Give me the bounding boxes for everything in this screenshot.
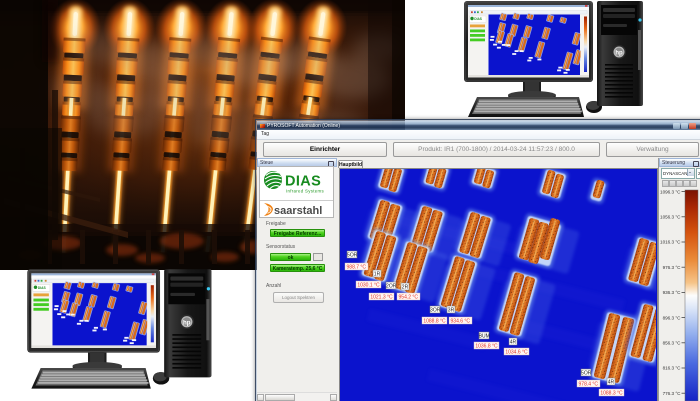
svg-text:4R: 4R <box>607 379 614 385</box>
svg-text:1088.8 °C: 1088.8 °C <box>423 318 446 324</box>
svg-text:856.3 °C: 856.3 °C <box>663 341 682 346</box>
svg-text:1034.6 °C: 1034.6 °C <box>505 349 528 355</box>
svg-text:1016.3 °C: 1016.3 °C <box>660 240 681 245</box>
svg-text:5OR: 5OR <box>347 252 358 258</box>
svg-text:hp: hp <box>183 319 191 326</box>
svg-text:988.7 °C: 988.7 °C <box>346 264 366 270</box>
svg-text:hp: hp <box>615 51 623 57</box>
svg-text:4R: 4R <box>509 339 516 345</box>
svg-text:976.3 °C: 976.3 °C <box>663 265 682 270</box>
svg-text:1R: 1R <box>373 271 380 277</box>
svg-text:1036.8 °C: 1036.8 °C <box>475 343 498 349</box>
svg-text:DIAS: DIAS <box>285 174 321 190</box>
svg-text:1030.1 °C: 1030.1 °C <box>357 282 380 288</box>
svg-text:896.3 °C: 896.3 °C <box>663 315 682 320</box>
svg-text:BUM: BUM <box>478 333 489 339</box>
svg-text:954.2 °C: 954.2 °C <box>398 294 418 300</box>
svg-text:DIAS: DIAS <box>474 17 482 21</box>
svg-text:1021.3 °C: 1021.3 °C <box>370 294 393 300</box>
svg-text:816.3 °C: 816.3 °C <box>663 366 682 371</box>
svg-text:776.3 °C: 776.3 °C <box>663 391 682 396</box>
svg-text:3R: 3R <box>447 307 454 313</box>
svg-text:978.4 °C: 978.4 °C <box>578 381 598 387</box>
svg-text:1056.3 °C: 1056.3 °C <box>660 215 681 220</box>
svg-text:3OR: 3OR <box>430 307 441 313</box>
svg-text:2OR: 2OR <box>386 283 397 289</box>
svg-text:936.3 °C: 936.3 °C <box>663 290 682 295</box>
svg-text:saarstahl: saarstahl <box>274 205 322 217</box>
svg-text:1096.3 °C: 1096.3 °C <box>660 189 681 194</box>
svg-text:5OR: 5OR <box>581 370 592 376</box>
svg-text:Infrared Systems: Infrared Systems <box>286 189 324 194</box>
svg-text:2R: 2R <box>401 284 408 290</box>
svg-text:1088.3 °C: 1088.3 °C <box>600 390 623 396</box>
svg-text:934.6 °C: 934.6 °C <box>450 318 470 324</box>
svg-text:DIAS: DIAS <box>38 286 47 290</box>
